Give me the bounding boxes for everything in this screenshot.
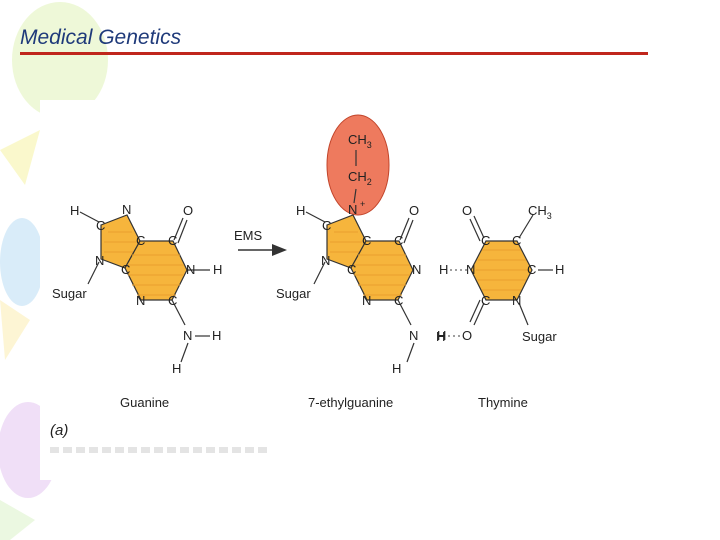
blue-blob-shape	[0, 218, 44, 306]
ethylguanine-atom: C	[394, 293, 403, 308]
ethylguanine-atom: C	[347, 262, 356, 277]
thymine-atom: C	[481, 233, 490, 248]
yellow-shard-shape	[0, 130, 40, 185]
guanine-atoms: H C N C N C C O N H C N N H H	[70, 202, 222, 376]
ethyl-group-highlight	[326, 114, 390, 216]
green-corner-shape	[0, 500, 35, 540]
guanine-atom: N	[95, 253, 104, 268]
ethylguanine-ring-shading	[330, 231, 410, 296]
ethylguanine-atom: H	[296, 203, 305, 218]
guanine-molecule: H C N C N C C O N H C N N H H Sugar Guan…	[52, 202, 222, 410]
ethylguanine-atom: N	[362, 293, 371, 308]
thymine-methyl-label: CH3	[528, 203, 552, 221]
guanine-atom: H	[213, 262, 222, 277]
guanine-atom: H	[212, 328, 221, 343]
thymine-ring-shading	[476, 249, 528, 291]
ethylguanine-atom: C	[322, 218, 331, 233]
guanine-atom: O	[183, 203, 193, 218]
thymine-atom: C	[481, 293, 490, 308]
guanine-atom: C	[168, 233, 177, 248]
hydrogen-bonds	[448, 269, 467, 337]
guanine-atom: H	[70, 203, 79, 218]
positive-charge-label: +	[360, 199, 365, 209]
reaction-arrow	[238, 244, 287, 256]
guanine-bonds	[79, 211, 210, 363]
thymine-name-label: Thymine	[478, 395, 528, 410]
guanine-sugar-label: Sugar	[52, 286, 87, 301]
slide-title: Medical Genetics	[20, 26, 182, 49]
thymine-atom: O	[462, 203, 472, 218]
thymine-bonds	[469, 214, 553, 326]
guanine-atom: C	[168, 293, 177, 308]
thymine-molecule: O C C C N C N O H CH3 Sugar Thymine	[462, 203, 564, 410]
thymine-atom: N	[466, 262, 475, 277]
ethylguanine-name-label: 7-ethylguanine	[308, 395, 393, 410]
ethyl-group: CH3 CH2	[348, 132, 372, 204]
ethylguanine-atom: H	[392, 361, 401, 376]
guanine-atom: C	[96, 218, 105, 233]
thymine-atom: C	[527, 262, 536, 277]
ems-label: EMS	[234, 228, 263, 243]
ethylguanine-bonds	[305, 211, 415, 363]
ethylguanine-sugar-label: Sugar	[276, 286, 311, 301]
ethylguanine-atom: C	[362, 233, 371, 248]
thymine-atom: C	[512, 233, 521, 248]
ethyl-ch2-label: CH2	[348, 169, 372, 187]
ethylguanine-atom: C	[394, 233, 403, 248]
thymine-atom: H	[555, 262, 564, 277]
ethylguanine-atom: O	[409, 203, 419, 218]
ethylguanine-atoms: H C N C N C C O N H C N N H H	[296, 202, 448, 376]
thymine-atoms: O C C C N C N O H	[462, 203, 564, 343]
title-underline	[20, 52, 648, 55]
guanine-atom: N	[136, 293, 145, 308]
yellow-triangle-shape	[0, 300, 30, 360]
guanine-name-label: Guanine	[120, 395, 169, 410]
guanine-ring-shading	[104, 231, 184, 296]
green-balloon-shape	[12, 2, 108, 118]
guanine-atom: C	[121, 262, 130, 277]
hbond-h-label: H	[436, 329, 445, 344]
ethylguanine-atom: N	[412, 262, 421, 277]
guanine-atom: C	[136, 233, 145, 248]
ethylguanine-atom: N	[321, 253, 330, 268]
ethylguanine-atom: H	[439, 262, 448, 277]
ethylguanine-molecule: CH3 CH2 H C N C N C C O	[276, 114, 448, 410]
thymine-atom: N	[512, 293, 521, 308]
ethylguanine-atom: H	[437, 328, 446, 343]
panel-label: (a)	[50, 422, 68, 439]
ethylguanine-atom: N	[348, 202, 357, 217]
guanine-atom: N	[122, 202, 131, 217]
faint-caption-line	[50, 447, 270, 453]
guanine-atom: N	[186, 262, 195, 277]
thymine-atom: O	[462, 328, 472, 343]
thymine-sugar-label: Sugar	[522, 329, 557, 344]
ethylguanine-atom: N	[409, 328, 418, 343]
ethyl-ch3-label: CH3	[348, 132, 372, 150]
guanine-atom: N	[183, 328, 192, 343]
guanine-atom: H	[172, 361, 181, 376]
